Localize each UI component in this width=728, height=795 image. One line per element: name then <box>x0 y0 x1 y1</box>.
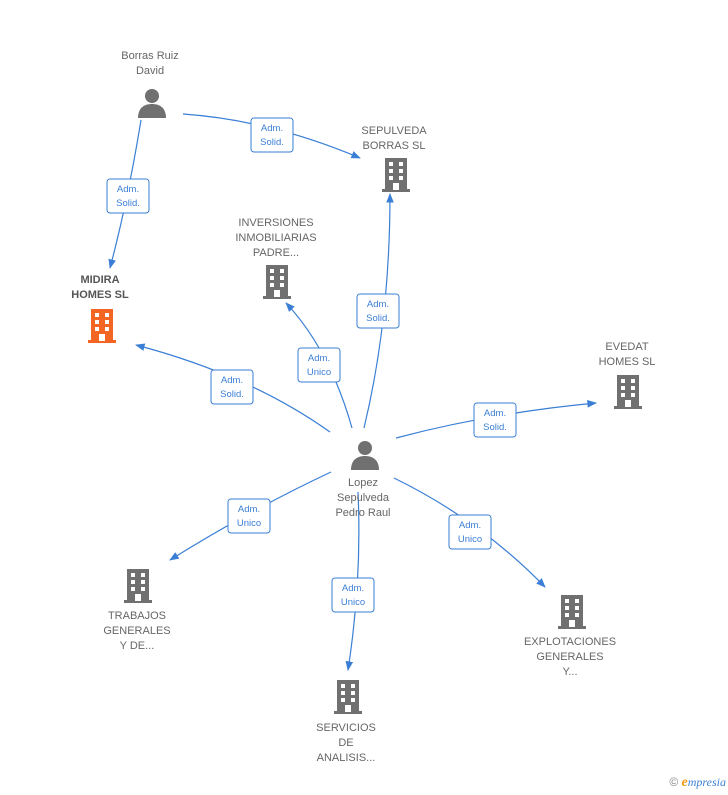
edge-label-line: Unico <box>341 597 365 608</box>
node-label: SEPULVEDA <box>361 125 427 137</box>
building-icon <box>263 265 291 299</box>
node-label: EXPLOTACIONES <box>524 636 616 648</box>
edge-label-line: Adm. <box>221 375 243 386</box>
node-label: ANALISIS... <box>317 752 376 764</box>
edge-label-line: Adm. <box>261 123 283 134</box>
node-label: INMOBILIARIAS <box>235 232 316 244</box>
node-lopez-sepulveda-pedro-raul[interactable]: Lopez Sepulveda Pedro Raul <box>335 441 391 519</box>
edge-label-line: Solid. <box>116 198 140 209</box>
edge-label-line: Solid. <box>260 137 284 148</box>
edge-label-borras-sepulveda[interactable]: Adm. Solid. <box>250 117 294 153</box>
person-icon <box>351 441 379 470</box>
node-label: GENERALES <box>103 625 170 637</box>
node-label: Y... <box>562 666 577 678</box>
edge-label-lopez-servicios[interactable]: Adm. Unico <box>331 577 375 613</box>
edge-label-line: Unico <box>458 534 482 545</box>
building-icon <box>614 375 642 409</box>
copyright-symbol: © <box>669 775 679 789</box>
node-evedat-homes-sl[interactable]: EVEDAT HOMES SL <box>599 341 656 409</box>
building-icon <box>124 569 152 603</box>
building-icon <box>382 158 410 192</box>
node-trabajos-generales[interactable]: TRABAJOS GENERALES Y DE... <box>103 569 171 652</box>
edge-label-line: Adm. <box>367 299 389 310</box>
edge-label-line: Unico <box>237 518 261 529</box>
node-borras-ruiz-david[interactable]: Borras Ruiz David <box>121 50 179 118</box>
node-label: David <box>136 65 164 77</box>
node-label: Borras Ruiz <box>121 50 178 62</box>
node-label: Pedro Raul <box>335 507 390 519</box>
edge-label-line: Solid. <box>366 313 390 324</box>
edge-label-line: Unico <box>307 367 331 378</box>
node-midira-homes-sl[interactable]: MIDIRA HOMES SL <box>71 274 129 343</box>
node-label: MIDIRA <box>80 274 119 286</box>
building-icon <box>334 680 362 714</box>
edge-label-line: Adm. <box>459 520 481 531</box>
node-label: PADRE... <box>253 247 299 259</box>
edge-label-line: Adm. <box>117 184 139 195</box>
node-servicios-de-analisis[interactable]: SERVICIOS DE ANALISIS... <box>316 680 376 764</box>
node-sepulveda-borras-sl[interactable]: SEPULVEDA BORRAS SL <box>361 125 427 192</box>
edge-label-lopez-evedat[interactable]: Adm. Solid. <box>473 402 517 438</box>
edge-label-line: Solid. <box>483 422 507 433</box>
node-label: HOMES SL <box>71 289 129 301</box>
edge-label-line: Adm. <box>342 583 364 594</box>
edge-label-lopez-sepulveda[interactable]: Adm. Solid. <box>356 293 400 329</box>
person-icon <box>138 89 166 118</box>
node-label: Y DE... <box>120 640 155 652</box>
edge-label-lopez-inversiones[interactable]: Adm. Unico <box>297 347 341 383</box>
edge-label-line: Solid. <box>220 389 244 400</box>
edge-labels: Adm. Solid. Adm. Solid. Adm. Solid. Adm.… <box>106 117 517 613</box>
node-inversiones-inmobiliarias[interactable]: INVERSIONES INMOBILIARIAS PADRE... <box>235 217 317 299</box>
node-label: TRABAJOS <box>108 610 166 622</box>
nodes: Borras Ruiz David SEPULVEDA BORRAS SL IN… <box>71 50 655 764</box>
node-explotaciones-generales[interactable]: EXPLOTACIONES GENERALES Y... <box>524 595 616 678</box>
footer-brand: © empresia <box>669 775 726 791</box>
node-label: GENERALES <box>536 651 603 663</box>
node-label: SERVICIOS <box>316 722 376 734</box>
edge-label-line: Adm. <box>308 353 330 364</box>
node-label: HOMES SL <box>599 356 656 368</box>
node-label: DE <box>338 737 353 749</box>
edge-label-borras-midira[interactable]: Adm. Solid. <box>106 178 150 214</box>
empresia-logo-text: mpresia <box>687 775 726 789</box>
node-label: Sepulveda <box>337 492 390 504</box>
node-label: INVERSIONES <box>238 217 313 229</box>
building-icon <box>88 309 116 343</box>
node-label: Lopez <box>348 477 378 489</box>
edge-label-lopez-trabajos[interactable]: Adm. Unico <box>227 498 271 534</box>
edge-label-lopez-explotaciones[interactable]: Adm. Unico <box>448 514 492 550</box>
node-label: BORRAS SL <box>363 140 426 152</box>
empresia-logo-initial: e <box>681 775 688 790</box>
node-label: EVEDAT <box>605 341 648 353</box>
edge-label-lopez-midira[interactable]: Adm. Solid. <box>210 369 254 405</box>
edge-label-line: Adm. <box>238 504 260 515</box>
building-icon <box>558 595 586 629</box>
edge-label-line: Adm. <box>484 408 506 419</box>
